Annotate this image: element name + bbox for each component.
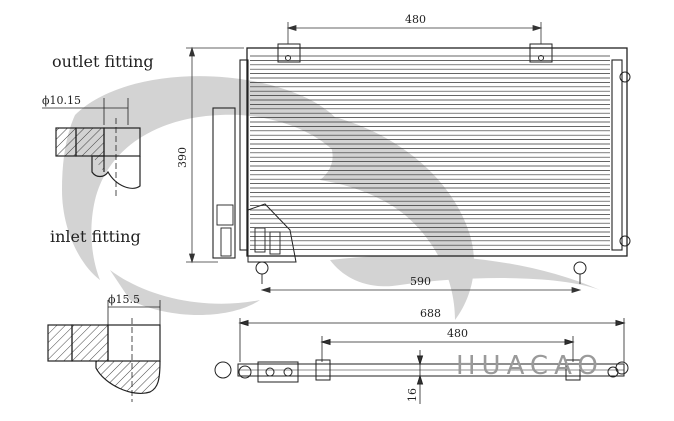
dim-side-688: 688 [420,307,441,320]
outlet-fitting-label: outlet fitting [52,52,154,71]
outlet-diameter-label: ϕ10.15 [42,94,81,107]
watermark-swirl [62,76,600,320]
inlet-fitting-section [47,300,161,402]
dim-side-16: 16 [406,388,419,402]
dim-side-480: 480 [447,327,468,340]
dim-height-390: 390 [176,147,189,168]
dimension-lines-front [186,22,582,294]
watermark-logo: HUACAO [456,351,604,381]
dim-top-480: 480 [405,13,426,26]
dim-bottom-590: 590 [410,275,431,288]
inlet-fitting-label: inlet fitting [50,227,141,246]
condenser-side-view [214,318,629,404]
inlet-diameter-label: ϕ15.5 [108,293,140,306]
condenser-fin-lines [250,55,610,250]
outlet-fitting-section [42,98,141,196]
